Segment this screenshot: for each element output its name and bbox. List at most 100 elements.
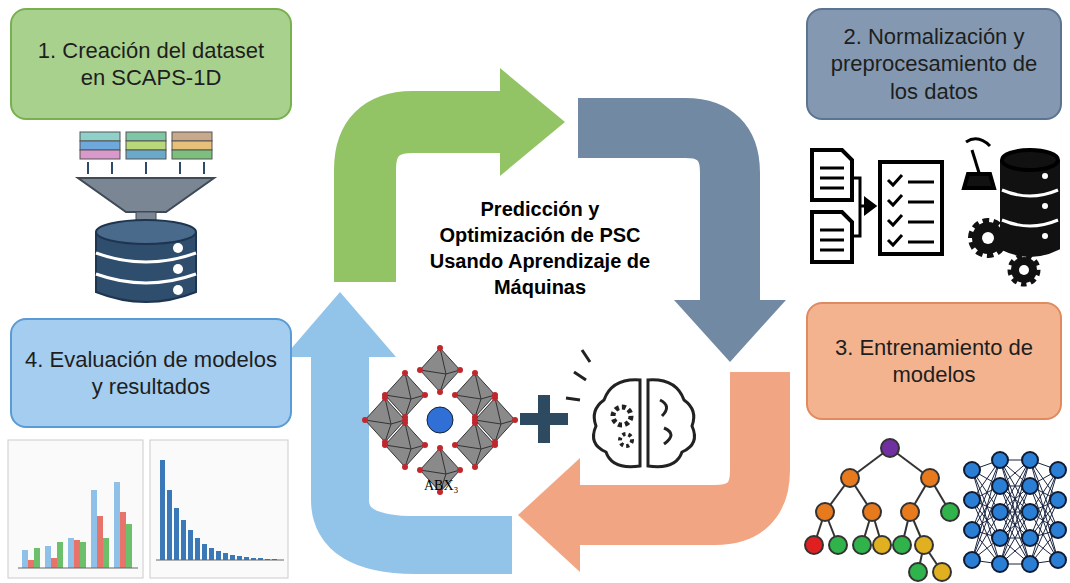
illustration-part — [284, 292, 396, 357]
illustration-part — [1022, 452, 1038, 468]
illustration-part — [941, 503, 959, 521]
illustration-part — [96, 253, 196, 283]
illustration-part — [660, 400, 671, 444]
illustration-part — [578, 372, 760, 515]
illustration-part — [1042, 233, 1048, 239]
illustration-part — [156, 560, 284, 561]
illustration-part — [420, 348, 460, 392]
illustration-part — [472, 464, 478, 470]
illustration-part — [172, 150, 212, 159]
illustration-part — [964, 462, 980, 478]
illustration-part — [457, 467, 463, 473]
illustration-part — [901, 503, 919, 521]
step-box: 4. Evaluación de modelos y resultados — [10, 318, 292, 428]
illustration-part — [964, 174, 994, 188]
illustration-part — [179, 162, 181, 174]
illustration-part — [880, 162, 942, 254]
illustration-part — [402, 464, 408, 470]
illustration-part — [172, 141, 212, 150]
illustration-part — [620, 434, 632, 446]
illustration-part — [8, 440, 143, 578]
illustration-part — [51, 558, 57, 568]
illustration-part — [126, 524, 132, 568]
illustration-part — [820, 249, 844, 252]
illustration-part — [126, 150, 166, 159]
illustration-part — [437, 445, 443, 451]
illustration-part — [472, 370, 478, 376]
cycle-arrow-salmon — [518, 372, 760, 572]
illustration-part — [427, 407, 453, 433]
illustration-part — [908, 221, 934, 224]
illustration-part — [674, 300, 786, 362]
illustration-part — [992, 504, 1008, 520]
illustration-part — [417, 467, 423, 473]
illustration-part — [933, 563, 951, 581]
step-label: 3. Entrenamiento de modelos — [820, 334, 1048, 389]
illustration-part — [173, 243, 183, 253]
illustration-part — [992, 478, 1008, 494]
illustration-part — [382, 395, 388, 401]
illustration-part — [160, 460, 165, 560]
illustration-part — [173, 264, 183, 274]
illustration-part — [1002, 150, 1058, 170]
illustration-part — [80, 150, 120, 159]
illustration-part — [472, 417, 478, 423]
illustration-part — [437, 345, 443, 351]
illustration-part — [230, 555, 235, 560]
illustration-part — [805, 536, 823, 554]
illustration-part — [812, 212, 852, 262]
illustration-part — [820, 177, 844, 180]
illustration-part — [475, 398, 515, 442]
illustration-part — [964, 522, 980, 538]
illustration-part — [195, 538, 200, 560]
illustration-part — [422, 442, 428, 448]
illustration-part — [340, 355, 512, 545]
illustration-part — [1019, 265, 1029, 275]
step-box: 3. Entrenamiento de modelos — [806, 302, 1062, 420]
illustration-part — [452, 442, 458, 448]
center-title: Predicción y Optimización de PSC Usando … — [418, 196, 662, 300]
illustration-part — [103, 538, 109, 568]
illustration-part — [126, 132, 166, 141]
illustration-part — [594, 380, 640, 467]
illustration-part — [96, 220, 196, 244]
illustration-part — [88, 162, 204, 174]
step-box: 1. Creación del dataset en SCAPS-1D — [10, 8, 292, 120]
perovskite-crystal — [362, 345, 518, 495]
illustration-part — [475, 398, 515, 442]
illustration-part — [812, 150, 852, 200]
illustration-part — [452, 392, 458, 398]
illustration-part — [203, 162, 205, 174]
illustration-part — [881, 439, 899, 457]
illustration-part — [74, 540, 80, 568]
illustration-part — [908, 241, 934, 244]
illustration-part — [492, 395, 498, 401]
illustration-part — [417, 367, 423, 373]
illustration-part — [915, 536, 933, 554]
illustration-part — [111, 162, 113, 174]
illustration-part — [873, 536, 891, 554]
illustration-part — [866, 200, 874, 212]
illustration-part — [402, 417, 408, 423]
metric-charts — [8, 440, 288, 578]
illustration-part — [1011, 257, 1037, 283]
illustration-part — [1050, 552, 1066, 568]
illustration-part — [18, 568, 138, 569]
illustration-part — [613, 407, 631, 425]
illustration-part — [237, 556, 242, 560]
illustration-part — [188, 530, 193, 560]
illustration-part — [992, 452, 1008, 468]
illustration-part — [382, 439, 388, 445]
illustration-part — [820, 239, 844, 242]
illustration-part — [173, 285, 183, 295]
illustration-part — [992, 530, 1008, 546]
illustration-part — [209, 548, 214, 560]
illustration-part — [216, 551, 221, 560]
step-label: 4. Evaluación de modelos y resultados — [24, 346, 278, 401]
illustration-part — [1050, 492, 1066, 508]
illustration-part — [365, 398, 405, 442]
illustration-part — [172, 132, 212, 141]
illustration-part — [1050, 522, 1066, 538]
illustration-part — [578, 128, 730, 302]
step-box: 2. Normalización y preprocesamiento de l… — [806, 8, 1062, 120]
